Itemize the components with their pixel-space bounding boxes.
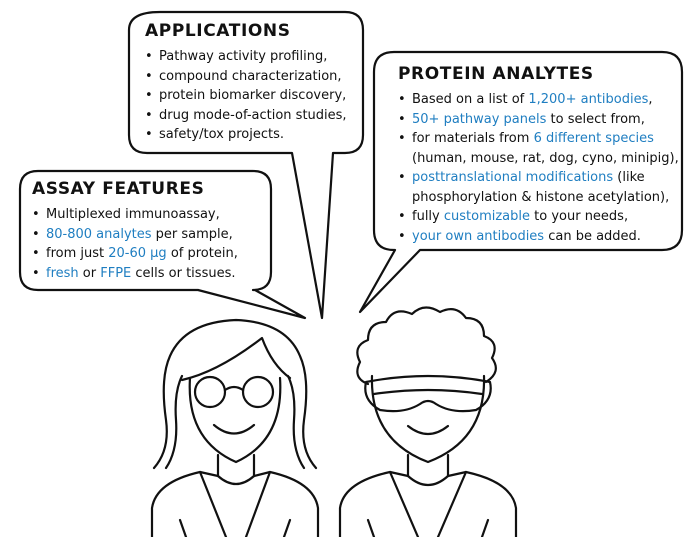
list-item: protein biomarker discovery, (145, 86, 347, 106)
applications-list: Pathway activity profiling, compound cha… (145, 47, 347, 145)
highlight-text: posttranslational modifications (412, 170, 614, 185)
highlight-text: 6 different species (533, 131, 654, 146)
highlight-text: 80-800 analytes (46, 226, 152, 242)
protein-analytes-list: Based on a list of 1,200+ antibodies, 50… (398, 90, 679, 246)
list-item: your own antibodies can be added. (398, 227, 679, 247)
highlight-text: customizable (443, 209, 531, 224)
highlight-text: fresh (46, 265, 79, 281)
list-item: safety/tox projects. (145, 125, 347, 145)
protein-analytes-bubble (358, 50, 684, 314)
list-item: posttranslational modifications (like ph… (398, 168, 679, 207)
list-item: from just 20-60 µg of protein, (32, 244, 238, 264)
list-item: fresh or FFPE cells or tissues. (32, 264, 238, 284)
highlight-text: your own antibodies (412, 228, 545, 244)
woman-scientist-icon (150, 318, 320, 537)
assay-features-list: Multiplexed immunoassay, 80-800 analytes… (32, 205, 238, 283)
list-item: compound characterization, (145, 67, 347, 87)
list-item-continuation: phosphorylation & histone acetylation), (412, 189, 670, 205)
highlight-text: 1,200+ antibodies (528, 92, 649, 107)
list-item: 80-800 analytes per sample, (32, 225, 238, 245)
list-item: fully customizable to your needs, (398, 207, 679, 227)
applications-bubble (127, 10, 365, 320)
list-item: 50+ pathway panels to select from, (398, 110, 679, 130)
list-item: drug mode-of-action studies, (145, 106, 347, 126)
list-item: Multiplexed immunoassay, (32, 205, 238, 225)
applications-title: APPLICATIONS (145, 21, 291, 41)
highlight-text: 20-60 µg (108, 246, 167, 261)
assay-features-bubble (18, 169, 307, 320)
protein-analytes-title: PROTEIN ANALYTES (398, 64, 594, 84)
protein-analytes-section: PROTEIN ANALYTES Based on a list of 1,20… (398, 64, 679, 246)
highlight-text: FFPE (100, 265, 132, 281)
highlight-text: 50+ pathway panels (412, 111, 547, 127)
assay-features-section: ASSAY FEATURES Multiplexed immunoassay, … (32, 179, 238, 283)
list-item-continuation: (human, mouse, rat, dog, cyno, minipig), (412, 150, 679, 166)
applications-section: APPLICATIONS Pathway activity profiling,… (145, 21, 347, 145)
man-scientist-icon (338, 306, 518, 537)
list-item: for materials from 6 different species (… (398, 129, 679, 168)
list-item: Based on a list of 1,200+ antibodies, (398, 90, 679, 110)
assay-features-title: ASSAY FEATURES (32, 179, 205, 199)
list-item: Pathway activity profiling, (145, 47, 347, 67)
